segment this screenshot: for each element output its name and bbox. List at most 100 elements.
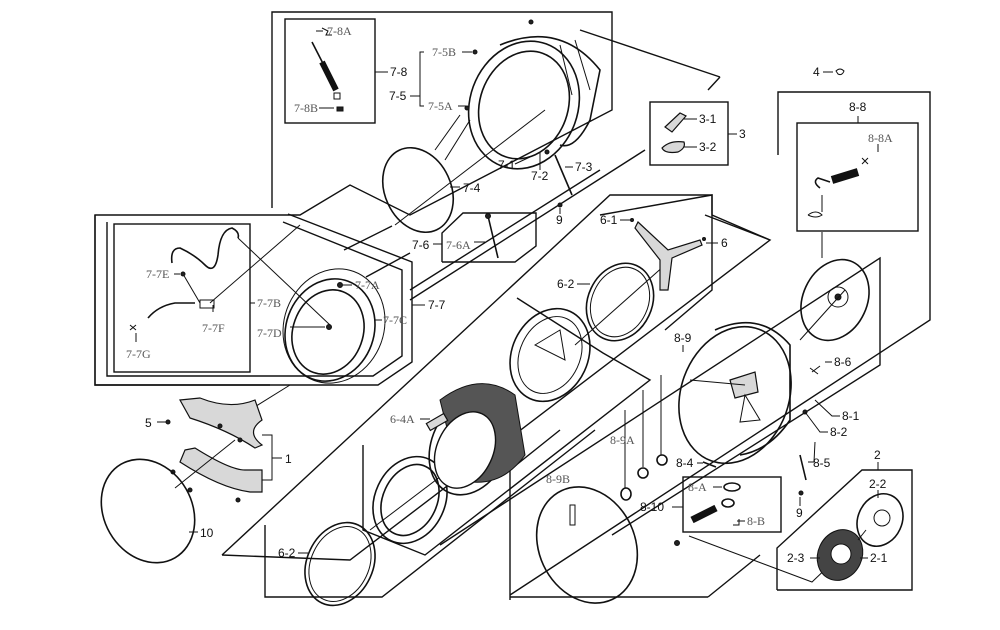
callout-7-5: 7-5 [389, 89, 407, 103]
part-7-4-ring [381, 146, 455, 234]
frame-line [707, 554, 761, 598]
callout-6-2-upper: 6-2 [557, 277, 575, 291]
frame-tub-rear [439, 256, 881, 546]
frame-7-6-box [441, 212, 537, 263]
frame-line [365, 252, 411, 278]
callout-8-10: 8-10 [640, 500, 664, 514]
part-7-7-hoses [129, 227, 240, 331]
assembly-line [689, 379, 746, 386]
part-4-clip [835, 68, 845, 76]
frame-8-8-box [796, 122, 919, 232]
section-frames [94, 11, 931, 600]
frame-line [409, 169, 601, 291]
frame-line [409, 149, 646, 301]
callout-leaders [135, 30, 879, 559]
callout-5: 5 [145, 416, 152, 430]
callout-7-5b: 7-5B [432, 45, 456, 59]
callout-7-4: 7-4 [463, 181, 481, 195]
callout-8-8: 8-8 [849, 100, 867, 114]
part-7-5-spring [444, 119, 471, 161]
callout-6: 6 [721, 236, 728, 250]
assembly-line [574, 264, 666, 346]
frame-2-leader [688, 535, 836, 583]
part-7-5-spring [434, 114, 461, 151]
part-2-motor [816, 493, 904, 581]
frame-8-10-box [682, 476, 782, 533]
callout-7-7b: 7-7B [257, 296, 281, 310]
part-7-8-hose [311, 27, 344, 112]
frame-door-inner [106, 221, 403, 377]
callout-7-8b: 7-8B [294, 101, 318, 115]
frame-line [579, 29, 721, 78]
callout-7-7g: 7-7G [126, 347, 151, 361]
callout-7-3: 7-3 [575, 160, 593, 174]
part-8-9b-pin [569, 504, 576, 526]
callout-6-2-lower: 6-2 [278, 546, 296, 560]
part-6-spider [630, 218, 706, 291]
callout-2-3: 2-3 [787, 551, 805, 565]
part-1-hinges [165, 397, 264, 503]
callout-3-1: 3-1 [699, 112, 717, 126]
callout-8-8a: 8-8A [868, 131, 893, 145]
callout-8-9b: 8-9B [546, 472, 570, 486]
callout-7-8: 7-8 [390, 65, 408, 79]
assembly-line [209, 224, 301, 304]
callout-8-9: 8-9 [674, 331, 692, 345]
assembly-line [799, 289, 846, 341]
callout-7-7: 7-7 [428, 298, 446, 312]
part-9-screw [798, 490, 804, 496]
callout-7-7f: 7-7F [202, 321, 225, 335]
callout-8-9a: 8-9A [610, 433, 635, 447]
callout-8-1: 8-1 [842, 409, 860, 423]
frame-line [343, 225, 393, 251]
callout-8-5: 8-5 [813, 456, 831, 470]
part-6-drum-back [509, 307, 591, 403]
callout-8-b: 8-B [747, 514, 765, 528]
frame-drum-inner-box [362, 297, 652, 556]
callout-6-1: 6-1 [600, 213, 618, 227]
callout-labels: 7-8A 7-8 7-8B 7-5B 7-5 7-5A 7-1 7-2 7-3 … [126, 24, 893, 565]
part-8-8-hose [807, 157, 869, 218]
part-8-9b-ring [535, 486, 639, 604]
callout-1: 1 [285, 452, 292, 466]
part-8-9a-seal [620, 487, 632, 501]
part-6-4-drum [425, 383, 526, 496]
part-10-ring [100, 458, 196, 564]
callout-4: 4 [813, 65, 820, 79]
part-7-3-bolt [554, 154, 573, 196]
part-8-6-sensor [809, 365, 821, 375]
callout-3-2: 3-2 [699, 140, 717, 154]
callout-8-6: 8-6 [834, 355, 852, 369]
part-8-rear-cover [800, 258, 870, 342]
callout-7-2: 7-2 [531, 169, 549, 183]
callout-2-1: 2-1 [870, 551, 888, 565]
callout-7-6: 7-6 [412, 238, 430, 252]
assembly-line [394, 109, 546, 226]
part-8-4-pin [702, 461, 717, 468]
callout-10: 10 [200, 526, 214, 540]
part-8-9-tub [678, 322, 792, 465]
callout-3: 3 [739, 127, 746, 141]
part-8-9a-washer [656, 454, 668, 466]
assembly-line [857, 529, 867, 541]
callout-8-2: 8-2 [830, 425, 848, 439]
part-3-1-clip [664, 112, 687, 133]
callout-7-5a: 7-5A [428, 99, 453, 113]
part-9-screw [557, 202, 563, 208]
callout-7-1: 7-1 [498, 158, 516, 172]
frame-2-box [776, 469, 913, 591]
callout-8-a: 8-A [688, 480, 707, 494]
part-7-7-door [282, 268, 386, 384]
part-6-2-ring-upper [585, 262, 655, 342]
part-8-10-clamp [674, 540, 680, 546]
callout-2: 2 [874, 448, 881, 462]
callout-7-8a: 7-8A [327, 24, 352, 38]
frame-line [707, 76, 721, 91]
parts [100, 19, 904, 607]
frame-7-8-box [284, 18, 376, 124]
callout-2-2: 2-2 [869, 477, 887, 491]
callout-7-6a: 7-6A [446, 238, 471, 252]
part-6-2-ring-lower [304, 521, 376, 607]
part-8-9a-washer [637, 467, 649, 479]
